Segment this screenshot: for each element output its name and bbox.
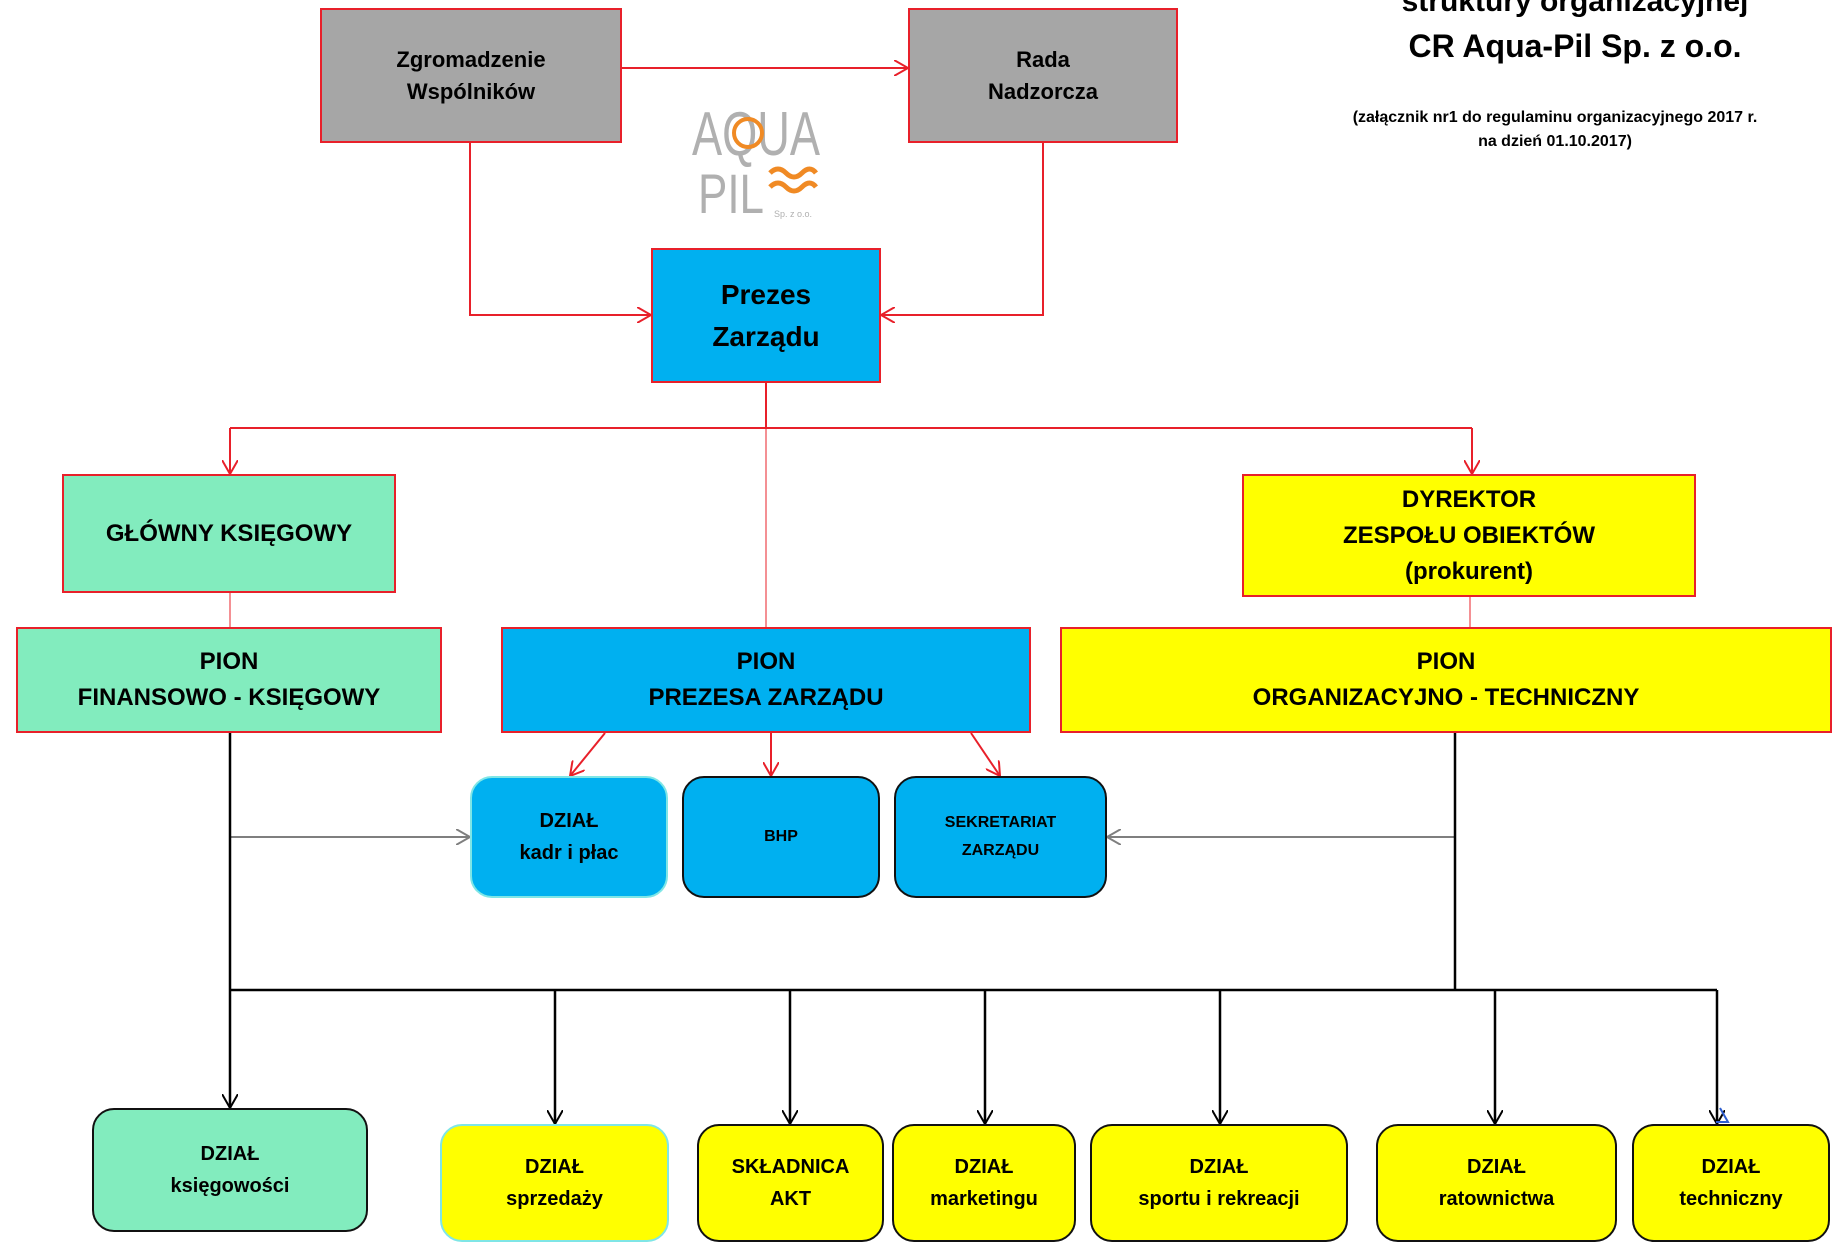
box-zgromadzenie-line1: Zgromadzenie (396, 46, 546, 72)
aqua-pil-logo: AQUA PIL Sp. z o.o. (692, 100, 820, 220)
small-blue-mark (1716, 1107, 1730, 1123)
box-rada-line2: Nadzorcza (987, 78, 1099, 104)
box-sekretariat-line2: ZARZĄDU (961, 842, 1040, 859)
box-techniczny-line2: techniczny (1679, 1188, 1783, 1210)
box-pion-finansowo-ksiegowy: PION FINANSOWO - KSIĘGOWY (16, 627, 442, 733)
box-prezes-zarzadu: Prezes Zarządu (651, 248, 881, 383)
arrow-to-sekretariat (970, 732, 1000, 776)
box-dzial-ratownictwa: DZIAŁ ratownictwa (1376, 1124, 1617, 1242)
logo-small: Sp. z o.o. (774, 209, 812, 219)
box-zgromadzenie-line2: Wspólników (406, 78, 536, 104)
red-connectors (230, 68, 1472, 776)
box-pion-prezesa-line2: PREZESA ZARZĄDU (648, 684, 884, 711)
box-sekretariat-zarzadu: SEKRETARIAT ZARZĄDU (894, 776, 1107, 898)
box-marketing-line1: DZIAŁ (954, 1156, 1014, 1178)
box-ratownictwo-line2: ratownictwa (1438, 1188, 1555, 1210)
box-glowny-ksiegowy: GŁÓWNY KSIĘGOWY (62, 474, 396, 593)
box-skladnica-akt: SKŁADNICA AKT (697, 1124, 884, 1242)
arrow-to-kadry (570, 732, 606, 776)
box-bhp-line1: BHP (764, 828, 798, 845)
box-techniczny-line1: DZIAŁ (1701, 1156, 1761, 1178)
arrow-zgromadzenie-to-prezes (469, 143, 651, 315)
box-bhp: BHP (682, 776, 880, 898)
box-zgromadzenie-wspolnikow: Zgromadzenie Wspólników (320, 8, 622, 143)
box-skladnica-line2: AKT (769, 1188, 812, 1210)
box-kadry-line2: kadr i płac (519, 842, 619, 864)
chart-title-line1: struktury organizacyjnej (1401, 0, 1749, 18)
box-glowny-ksiegowy-line1: GŁÓWNY KSIĘGOWY (105, 519, 353, 547)
box-sport-line2: sportu i rekreacji (1138, 1188, 1300, 1210)
chart-note-line2: na dzień 01.10.2017) (1478, 133, 1632, 150)
box-pion-prezesa-zarzadu: PION PREZESA ZARZĄDU (501, 627, 1031, 733)
box-pion-finansowy-line1: PION (199, 648, 259, 675)
box-dzial-kadr-i-plac: DZIAŁ kadr i płac (470, 776, 668, 898)
box-dzial-sportu-i-rekreacji: DZIAŁ sportu i rekreacji (1090, 1124, 1348, 1242)
box-skladnica-line1: SKŁADNICA (731, 1156, 850, 1178)
chart-note: (załącznik nr1 do regulaminu organizacyj… (1300, 106, 1810, 154)
box-dzial-marketingu: DZIAŁ marketingu (892, 1124, 1076, 1242)
box-pion-techniczny-line2: ORGANIZACYJNO - TECHNICZNY (1252, 684, 1640, 711)
box-dyrektor-zespolu-obiektow: DYREKTOR ZESPOŁU OBIEKTÓW (prokurent) (1242, 474, 1696, 597)
box-dzial-ksiegowosci: DZIAŁ księgowości (92, 1108, 368, 1232)
logo-bottom: PIL (698, 162, 764, 220)
box-rada-line1: Rada (1016, 46, 1070, 72)
box-marketing-line2: marketingu (930, 1188, 1038, 1210)
chart-note-line1: (załącznik nr1 do regulaminu organizacyj… (1352, 109, 1758, 126)
box-ratownictwo-line1: DZIAŁ (1467, 1156, 1526, 1178)
black-connectors (230, 733, 1717, 1124)
chart-title-line2: CR Aqua-Pil Sp. z o.o. (1408, 28, 1742, 64)
chart-title: struktury organizacyjnej CR Aqua-Pil Sp.… (1330, 0, 1820, 70)
box-sekretariat-line1: SEKRETARIAT (944, 814, 1057, 831)
box-pion-prezesa-line1: PION (736, 648, 796, 675)
box-kadry-line1: DZIAŁ (539, 810, 599, 832)
box-dzial-techniczny: DZIAŁ techniczny (1632, 1124, 1830, 1242)
box-ksiegowosc-line1: DZIAŁ (200, 1143, 260, 1165)
box-dyrektor-line3: (prokurent) (1405, 557, 1533, 585)
box-prezes-line1: Prezes (720, 278, 812, 310)
box-dzial-sprzedazy: DZIAŁ sprzedaży (440, 1124, 669, 1242)
box-sprzedaz-line1: DZIAŁ (525, 1156, 584, 1178)
box-sport-line1: DZIAŁ (1189, 1156, 1249, 1178)
box-dyrektor-line1: DYREKTOR (1401, 485, 1537, 513)
box-prezes-line2: Zarządu (712, 320, 820, 352)
box-ksiegowosc-line2: księgowości (170, 1175, 290, 1197)
box-pion-techniczny-line1: PION (1416, 648, 1476, 675)
box-pion-finansowy-line2: FINANSOWO - KSIĘGOWY (77, 684, 381, 711)
box-sprzedaz-line2: sprzedaży (506, 1188, 603, 1210)
arrow-rada-to-prezes (881, 143, 1044, 315)
box-pion-organizacyjno-techniczny: PION ORGANIZACYJNO - TECHNICZNY (1060, 627, 1832, 733)
logo-top: AQUA (692, 100, 820, 169)
box-rada-nadzorcza: Rada Nadzorcza (908, 8, 1178, 143)
box-dyrektor-line2: ZESPOŁU OBIEKTÓW (1343, 521, 1595, 549)
